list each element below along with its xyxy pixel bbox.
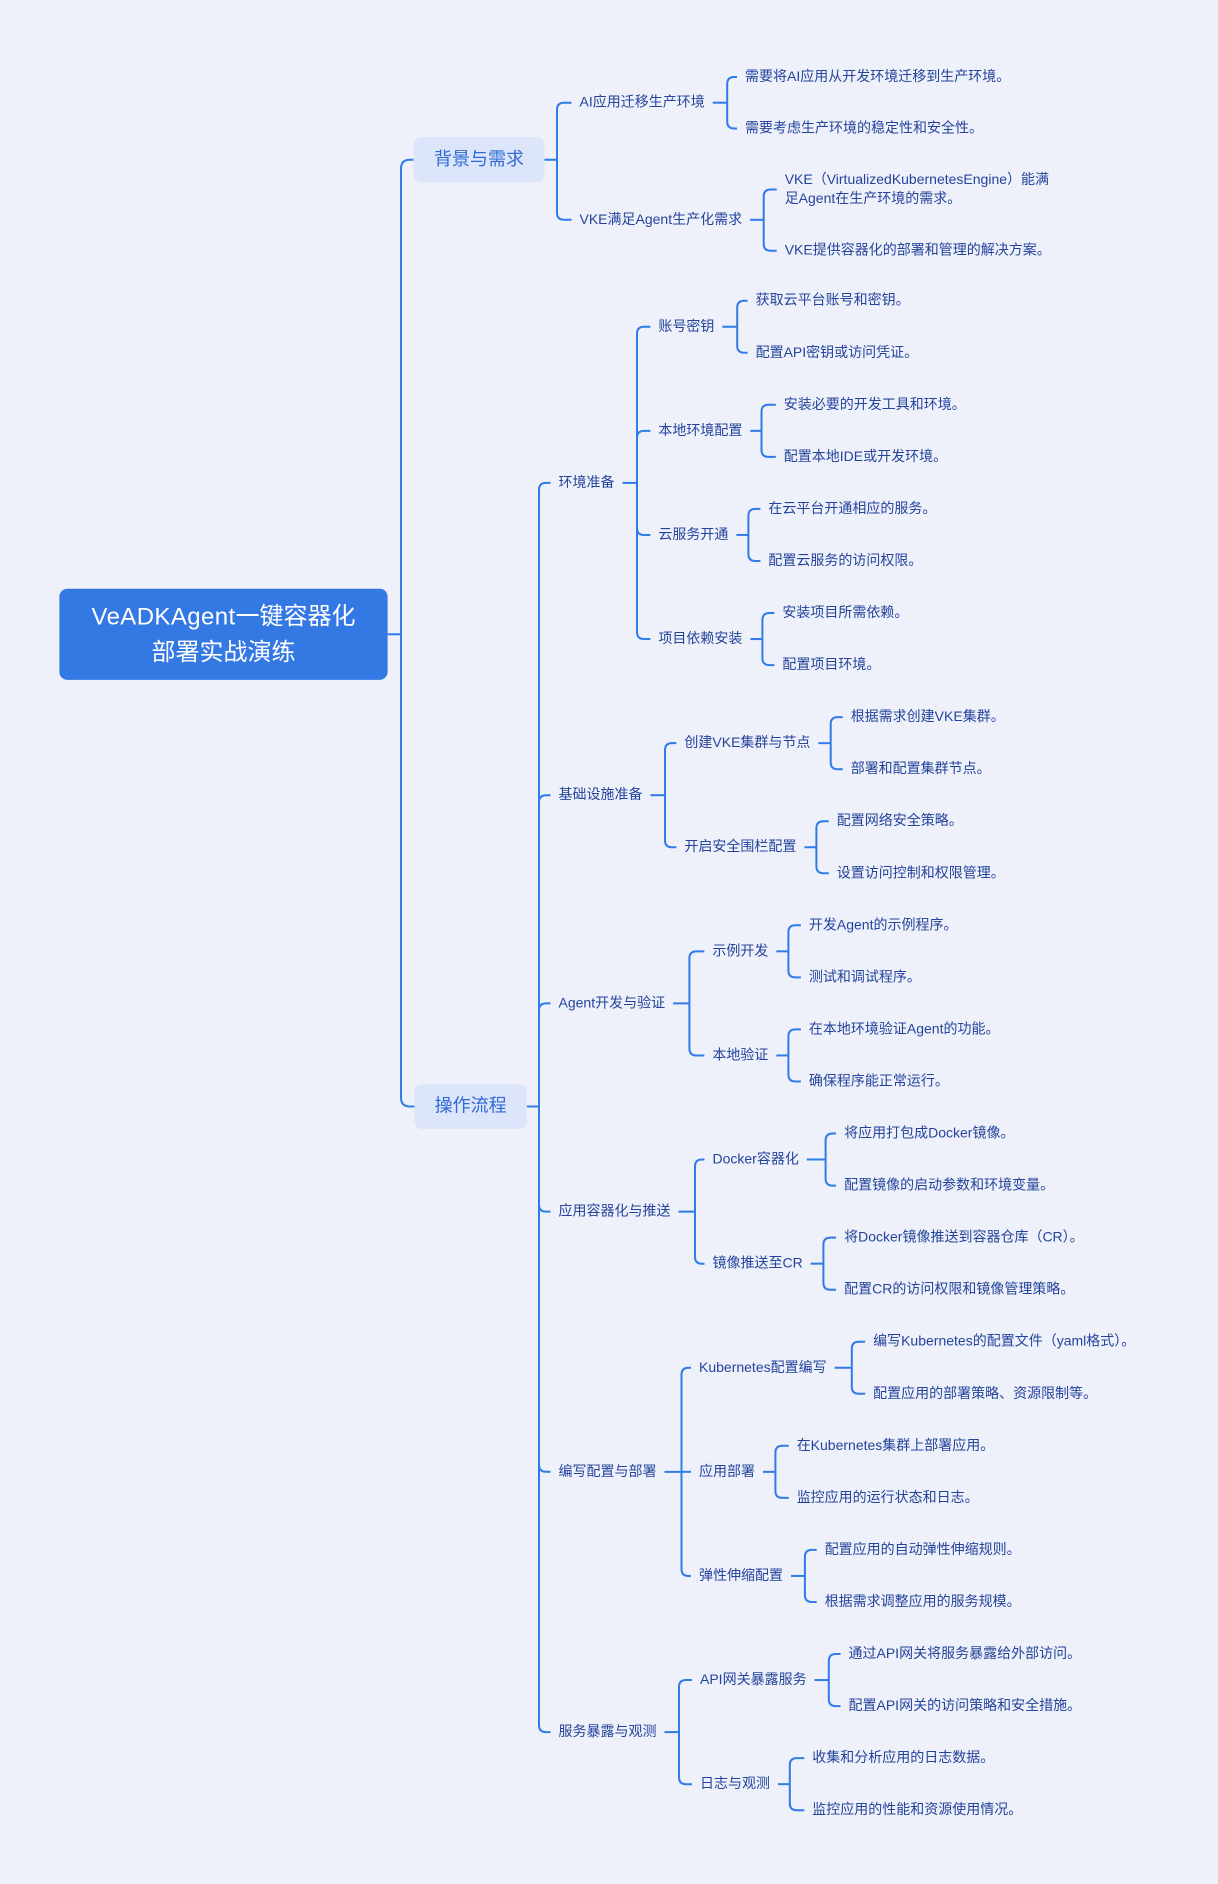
svg-text:根据需求调整应用的服务规模。: 根据需求调整应用的服务规模。 bbox=[825, 1593, 1021, 1609]
svg-text:云服务开通: 云服务开通 bbox=[658, 526, 728, 542]
svg-text:配置应用的部署策略、资源限制等。: 配置应用的部署策略、资源限制等。 bbox=[873, 1385, 1097, 1401]
svg-text:VeADKAgent一键容器化: VeADKAgent一键容器化 bbox=[92, 603, 356, 630]
svg-text:配置云服务的访问权限。: 配置云服务的访问权限。 bbox=[768, 552, 922, 568]
svg-text:安装项目所需依赖。: 安装项目所需依赖。 bbox=[782, 604, 908, 620]
svg-text:设置访问控制和权限管理。: 设置访问控制和权限管理。 bbox=[837, 864, 1005, 880]
svg-text:需要考虑生产环境的稳定性和安全性。: 需要考虑生产环境的稳定性和安全性。 bbox=[745, 120, 983, 136]
svg-text:配置API网关的访问策略和安全措施。: 配置API网关的访问策略和安全措施。 bbox=[849, 1697, 1082, 1713]
svg-text:监控应用的运行状态和日志。: 监控应用的运行状态和日志。 bbox=[797, 1489, 979, 1505]
svg-text:操作流程: 操作流程 bbox=[435, 1096, 507, 1116]
svg-text:编写配置与部署: 编写配置与部署 bbox=[559, 1463, 657, 1479]
svg-text:在云平台开通相应的服务。: 在云平台开通相应的服务。 bbox=[768, 500, 936, 516]
svg-text:配置API密钥或访问凭证。: 配置API密钥或访问凭证。 bbox=[756, 344, 919, 360]
svg-text:安装必要的开发工具和环境。: 安装必要的开发工具和环境。 bbox=[784, 396, 966, 412]
svg-text:编写Kubernetes的配置文件（yaml格式）。: 编写Kubernetes的配置文件（yaml格式）。 bbox=[873, 1333, 1135, 1349]
svg-text:示例开发: 示例开发 bbox=[712, 942, 768, 958]
svg-text:将应用打包成Docker镜像。: 将应用打包成Docker镜像。 bbox=[844, 1125, 1014, 1141]
svg-text:配置网络安全策略。: 配置网络安全策略。 bbox=[837, 812, 963, 828]
svg-text:Agent开发与验证: Agent开发与验证 bbox=[559, 994, 666, 1010]
svg-text:本地环境配置: 本地环境配置 bbox=[658, 422, 742, 438]
svg-text:本地验证: 本地验证 bbox=[712, 1047, 768, 1063]
svg-text:基础设施准备: 基础设施准备 bbox=[559, 786, 643, 802]
svg-text:在本地环境验证Agent的功能。: 在本地环境验证Agent的功能。 bbox=[809, 1020, 1000, 1036]
svg-text:弹性伸缩配置: 弹性伸缩配置 bbox=[699, 1567, 783, 1583]
svg-text:配置本地IDE或开发环境。: 配置本地IDE或开发环境。 bbox=[784, 448, 947, 464]
svg-text:项目依赖安装: 项目依赖安装 bbox=[658, 630, 742, 646]
svg-text:将Docker镜像推送到容器仓库（CR）。: 将Docker镜像推送到容器仓库（CR）。 bbox=[844, 1229, 1084, 1245]
svg-text:API网关暴露服务: API网关暴露服务 bbox=[700, 1671, 807, 1687]
svg-text:获取云平台账号和密钥。: 获取云平台账号和密钥。 bbox=[756, 292, 910, 308]
svg-text:服务暴露与观测: 服务暴露与观测 bbox=[559, 1723, 657, 1739]
svg-text:根据需求创建VKE集群。: 根据需求创建VKE集群。 bbox=[851, 708, 1005, 724]
svg-text:账号密钥: 账号密钥 bbox=[658, 318, 714, 334]
svg-text:镜像推送至CR: 镜像推送至CR bbox=[713, 1255, 803, 1271]
svg-text:监控应用的性能和资源使用情况。: 监控应用的性能和资源使用情况。 bbox=[812, 1801, 1022, 1817]
svg-text:开发Agent的示例程序。: 开发Agent的示例程序。 bbox=[809, 916, 958, 932]
svg-text:环境准备: 环境准备 bbox=[559, 474, 615, 490]
svg-text:日志与观测: 日志与观测 bbox=[700, 1775, 770, 1791]
svg-text:在Kubernetes集群上部署应用。: 在Kubernetes集群上部署应用。 bbox=[797, 1437, 995, 1453]
svg-text:AI应用迁移生产环境: AI应用迁移生产环境 bbox=[580, 94, 705, 110]
svg-text:足Agent在生产环境的需求。: 足Agent在生产环境的需求。 bbox=[785, 190, 962, 206]
svg-text:应用部署: 应用部署 bbox=[699, 1463, 755, 1479]
svg-text:创建VKE集群与节点: 创建VKE集群与节点 bbox=[684, 734, 810, 750]
svg-text:需要将AI应用从开发环境迁移到生产环境。: 需要将AI应用从开发环境迁移到生产环境。 bbox=[745, 68, 1010, 84]
svg-text:配置应用的自动弹性伸缩规则。: 配置应用的自动弹性伸缩规则。 bbox=[825, 1541, 1021, 1557]
svg-text:开启安全围栏配置: 开启安全围栏配置 bbox=[684, 838, 796, 854]
svg-text:应用容器化与推送: 应用容器化与推送 bbox=[559, 1203, 671, 1219]
svg-text:部署实战演练: 部署实战演练 bbox=[152, 639, 296, 666]
svg-text:通过API网关将服务暴露给外部访问。: 通过API网关将服务暴露给外部访问。 bbox=[849, 1645, 1082, 1661]
svg-text:配置镜像的启动参数和环境变量。: 配置镜像的启动参数和环境变量。 bbox=[844, 1177, 1054, 1193]
svg-text:VKE满足Agent生产化需求: VKE满足Agent生产化需求 bbox=[580, 211, 743, 227]
svg-text:确保程序能正常运行。: 确保程序能正常运行。 bbox=[809, 1073, 949, 1089]
svg-text:VKE提供容器化的部署和管理的解决方案。: VKE提供容器化的部署和管理的解决方案。 bbox=[785, 242, 1051, 258]
svg-text:配置项目环境。: 配置项目环境。 bbox=[782, 656, 880, 672]
svg-text:Kubernetes配置编写: Kubernetes配置编写 bbox=[699, 1359, 827, 1375]
svg-text:测试和调试程序。: 测试和调试程序。 bbox=[809, 968, 921, 984]
svg-text:背景与需求: 背景与需求 bbox=[434, 149, 524, 169]
svg-text:部署和配置集群节点。: 部署和配置集群节点。 bbox=[851, 760, 991, 776]
svg-text:VKE（VirtualizedKubernetesEngin: VKE（VirtualizedKubernetesEngine）能满 bbox=[785, 171, 1049, 187]
svg-text:配置CR的访问权限和镜像管理策略。: 配置CR的访问权限和镜像管理策略。 bbox=[844, 1281, 1074, 1297]
svg-text:收集和分析应用的日志数据。: 收集和分析应用的日志数据。 bbox=[812, 1749, 994, 1765]
svg-text:Docker容器化: Docker容器化 bbox=[713, 1151, 799, 1167]
